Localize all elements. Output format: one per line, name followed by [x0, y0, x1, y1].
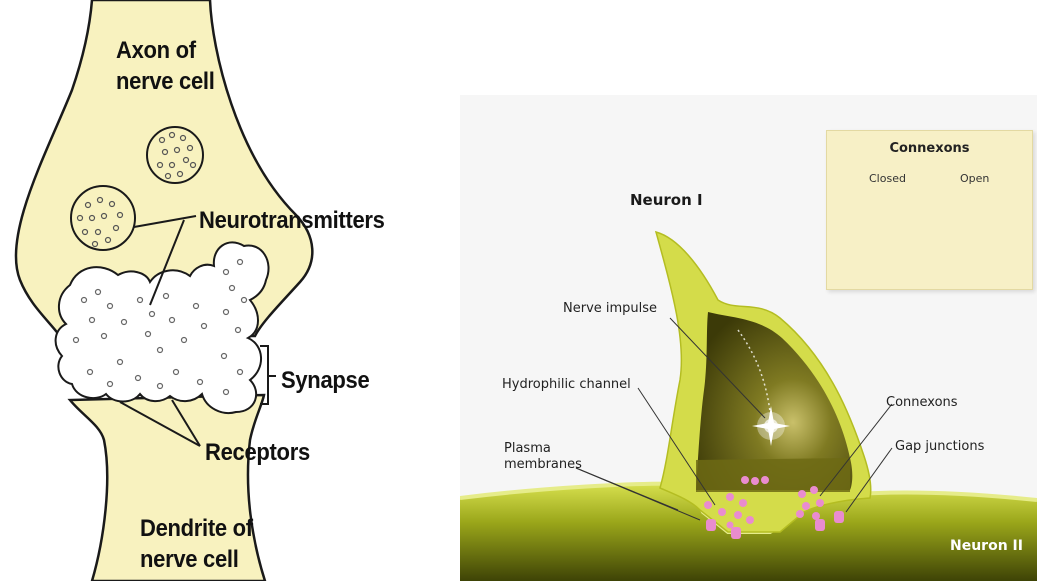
inset-title: Connexons	[827, 141, 1032, 156]
dendrite-label: Dendrite of nerve cell	[140, 512, 253, 575]
plasma-membranes-label: Plasma membranes	[504, 441, 582, 473]
synapse-label: Synapse	[281, 364, 369, 395]
closed-label: Closed	[869, 172, 906, 185]
neuron-ii-title: Neuron II	[950, 538, 1023, 554]
gap-junctions-label: Gap junctions	[895, 439, 984, 455]
nerve-impulse-label: Nerve impulse	[563, 301, 657, 317]
neurotransmitters-label: Neurotransmitters	[199, 204, 385, 235]
open-label: Open	[960, 172, 989, 185]
neuron-i-title: Neuron I	[630, 191, 703, 209]
hydrophilic-channel-label: Hydrophilic channel	[502, 377, 631, 393]
axon-label: Axon of nerve cell	[116, 34, 215, 97]
electrical-synapse-diagram	[460, 0, 1037, 581]
chemical-synapse-diagram	[0, 0, 440, 581]
connexons-label: Connexons	[886, 395, 958, 411]
receptors-label: Receptors	[205, 436, 310, 467]
connexons-inset-panel: Connexons Closed Open	[826, 130, 1033, 290]
